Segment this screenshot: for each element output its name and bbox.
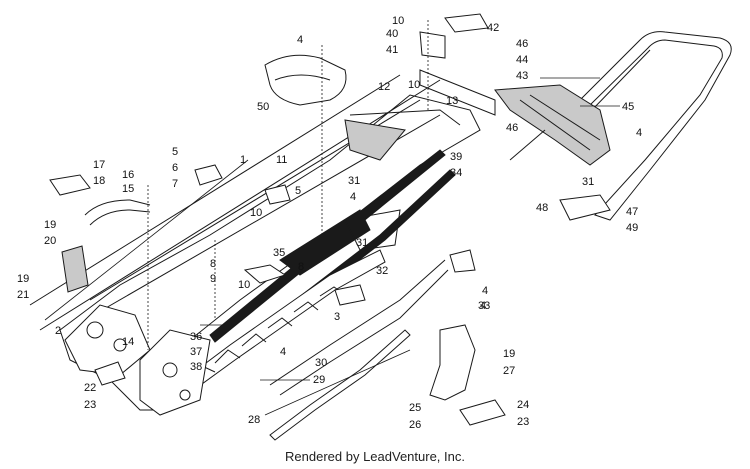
callout-46: 46 bbox=[516, 38, 528, 50]
callout-35: 35 bbox=[273, 247, 285, 259]
callout-27: 27 bbox=[503, 365, 515, 377]
callout-43: 43 bbox=[516, 70, 528, 82]
callout-39: 39 bbox=[450, 151, 462, 163]
callout-31: 31 bbox=[348, 175, 360, 187]
small-parts bbox=[49, 13, 611, 441]
callout-22: 22 bbox=[84, 382, 96, 394]
callout-50: 50 bbox=[257, 101, 269, 113]
callout-25: 25 bbox=[409, 402, 421, 414]
callout-11: 11 bbox=[276, 154, 287, 166]
callout-42: 42 bbox=[487, 22, 499, 34]
callout-15: 15 bbox=[122, 183, 134, 195]
callout-34: 34 bbox=[450, 167, 462, 179]
callout-4: 4 bbox=[297, 34, 303, 46]
callout-26: 26 bbox=[409, 419, 421, 431]
callout-20: 20 bbox=[44, 235, 56, 247]
render-credit: Rendered by LeadVenture, Inc. bbox=[285, 449, 465, 464]
seat-part bbox=[264, 54, 347, 106]
callout-21: 21 bbox=[17, 289, 29, 301]
callout-38: 38 bbox=[190, 361, 202, 373]
callout-24: 24 bbox=[517, 399, 529, 411]
callout-19: 19 bbox=[44, 219, 56, 231]
callout-4: 4 bbox=[636, 127, 642, 139]
callout-36: 36 bbox=[190, 331, 202, 343]
callout-5: 5 bbox=[295, 185, 301, 197]
callout-45: 45 bbox=[622, 101, 634, 113]
callout-1: 1 bbox=[240, 154, 246, 166]
callout-48: 48 bbox=[536, 202, 548, 214]
callout-30: 30 bbox=[315, 357, 327, 369]
callout-3: 3 bbox=[334, 311, 340, 323]
callout-4: 4 bbox=[482, 285, 488, 297]
callout-10: 10 bbox=[408, 79, 420, 91]
callout-8: 8 bbox=[298, 261, 304, 273]
callout-14: 14 bbox=[122, 336, 134, 348]
callout-18: 18 bbox=[93, 175, 105, 187]
callout-41: 41 bbox=[386, 44, 398, 56]
callout-10: 10 bbox=[392, 15, 404, 27]
callout-47: 47 bbox=[626, 206, 638, 218]
callout-40: 40 bbox=[386, 28, 398, 40]
tunnel-chassis bbox=[29, 74, 481, 416]
callout-4: 4 bbox=[280, 346, 286, 358]
callout-19: 19 bbox=[17, 273, 29, 285]
callout-17: 17 bbox=[93, 159, 105, 171]
callout-28: 28 bbox=[248, 414, 260, 426]
callout-49: 49 bbox=[626, 222, 638, 234]
callout-29: 29 bbox=[313, 374, 325, 386]
callout-9: 9 bbox=[210, 273, 216, 285]
callout-19: 19 bbox=[503, 348, 515, 360]
callout-8: 8 bbox=[210, 258, 216, 270]
callout-4: 4 bbox=[480, 300, 486, 312]
leader-lines bbox=[44, 20, 620, 416]
callout-37: 37 bbox=[190, 346, 202, 358]
callout-7: 7 bbox=[172, 178, 178, 190]
callout-12: 12 bbox=[378, 81, 390, 93]
rear-bumper bbox=[579, 31, 732, 221]
callout-13: 13 bbox=[446, 95, 458, 107]
callout-33: 33 bbox=[478, 300, 490, 312]
callout-23: 23 bbox=[517, 416, 529, 428]
callout-44: 44 bbox=[516, 54, 528, 66]
callout-31: 31 bbox=[582, 176, 594, 188]
callout-4: 4 bbox=[350, 191, 356, 203]
callout-5: 5 bbox=[172, 146, 178, 158]
callout-10: 10 bbox=[250, 207, 262, 219]
callout-labels: 1 2 3 4 4 4 4 4 4 5 5 6 7 8 8 9 10 10 10… bbox=[17, 15, 642, 431]
callout-6: 6 bbox=[172, 162, 178, 174]
callout-46: 46 bbox=[506, 122, 518, 134]
callout-10: 10 bbox=[238, 279, 250, 291]
callout-23: 23 bbox=[84, 399, 96, 411]
snow-flap bbox=[494, 84, 611, 166]
callout-31: 31 bbox=[356, 237, 368, 249]
callout-16: 16 bbox=[122, 169, 134, 181]
callout-2: 2 bbox=[55, 325, 61, 337]
callout-32: 32 bbox=[376, 265, 388, 277]
